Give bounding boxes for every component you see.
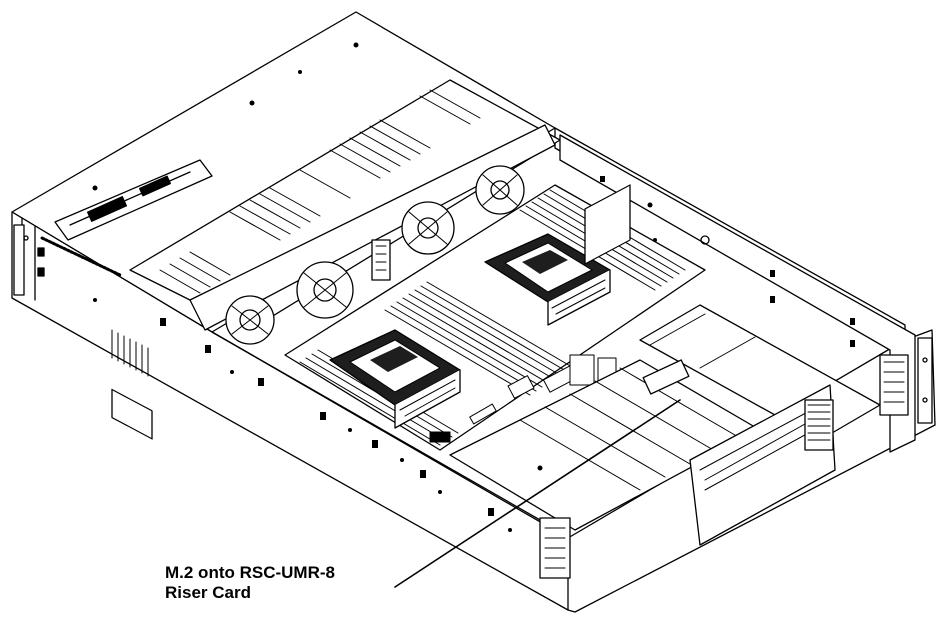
rear-io: [539, 184, 933, 579]
cpu-heatsink-2: [484, 233, 611, 326]
front-vent: [111, 329, 153, 440]
callout-line-1: M.2 onto RSC-UMR-8: [165, 563, 335, 582]
cpu-heatsink-1: [329, 329, 461, 429]
right-internal-wall: [559, 134, 916, 453]
front-wall-holes: [93, 298, 512, 532]
chassis-lip: [211, 331, 569, 539]
fan-2: [296, 261, 354, 319]
callout-leader-line: [394, 399, 681, 588]
fan-wall: [189, 124, 556, 345]
fan-1: [225, 295, 275, 345]
fan-3: [401, 201, 455, 255]
control-panel: [40, 159, 213, 277]
fan-4: [475, 165, 525, 215]
front-ear-left: [13, 224, 45, 296]
callout-line-2: Riser Card: [165, 583, 251, 602]
rsc-umr-8-riser: [642, 359, 836, 546]
m2-riser-callout: M.2 onto RSC-UMR-8 Riser Card: [165, 563, 335, 603]
